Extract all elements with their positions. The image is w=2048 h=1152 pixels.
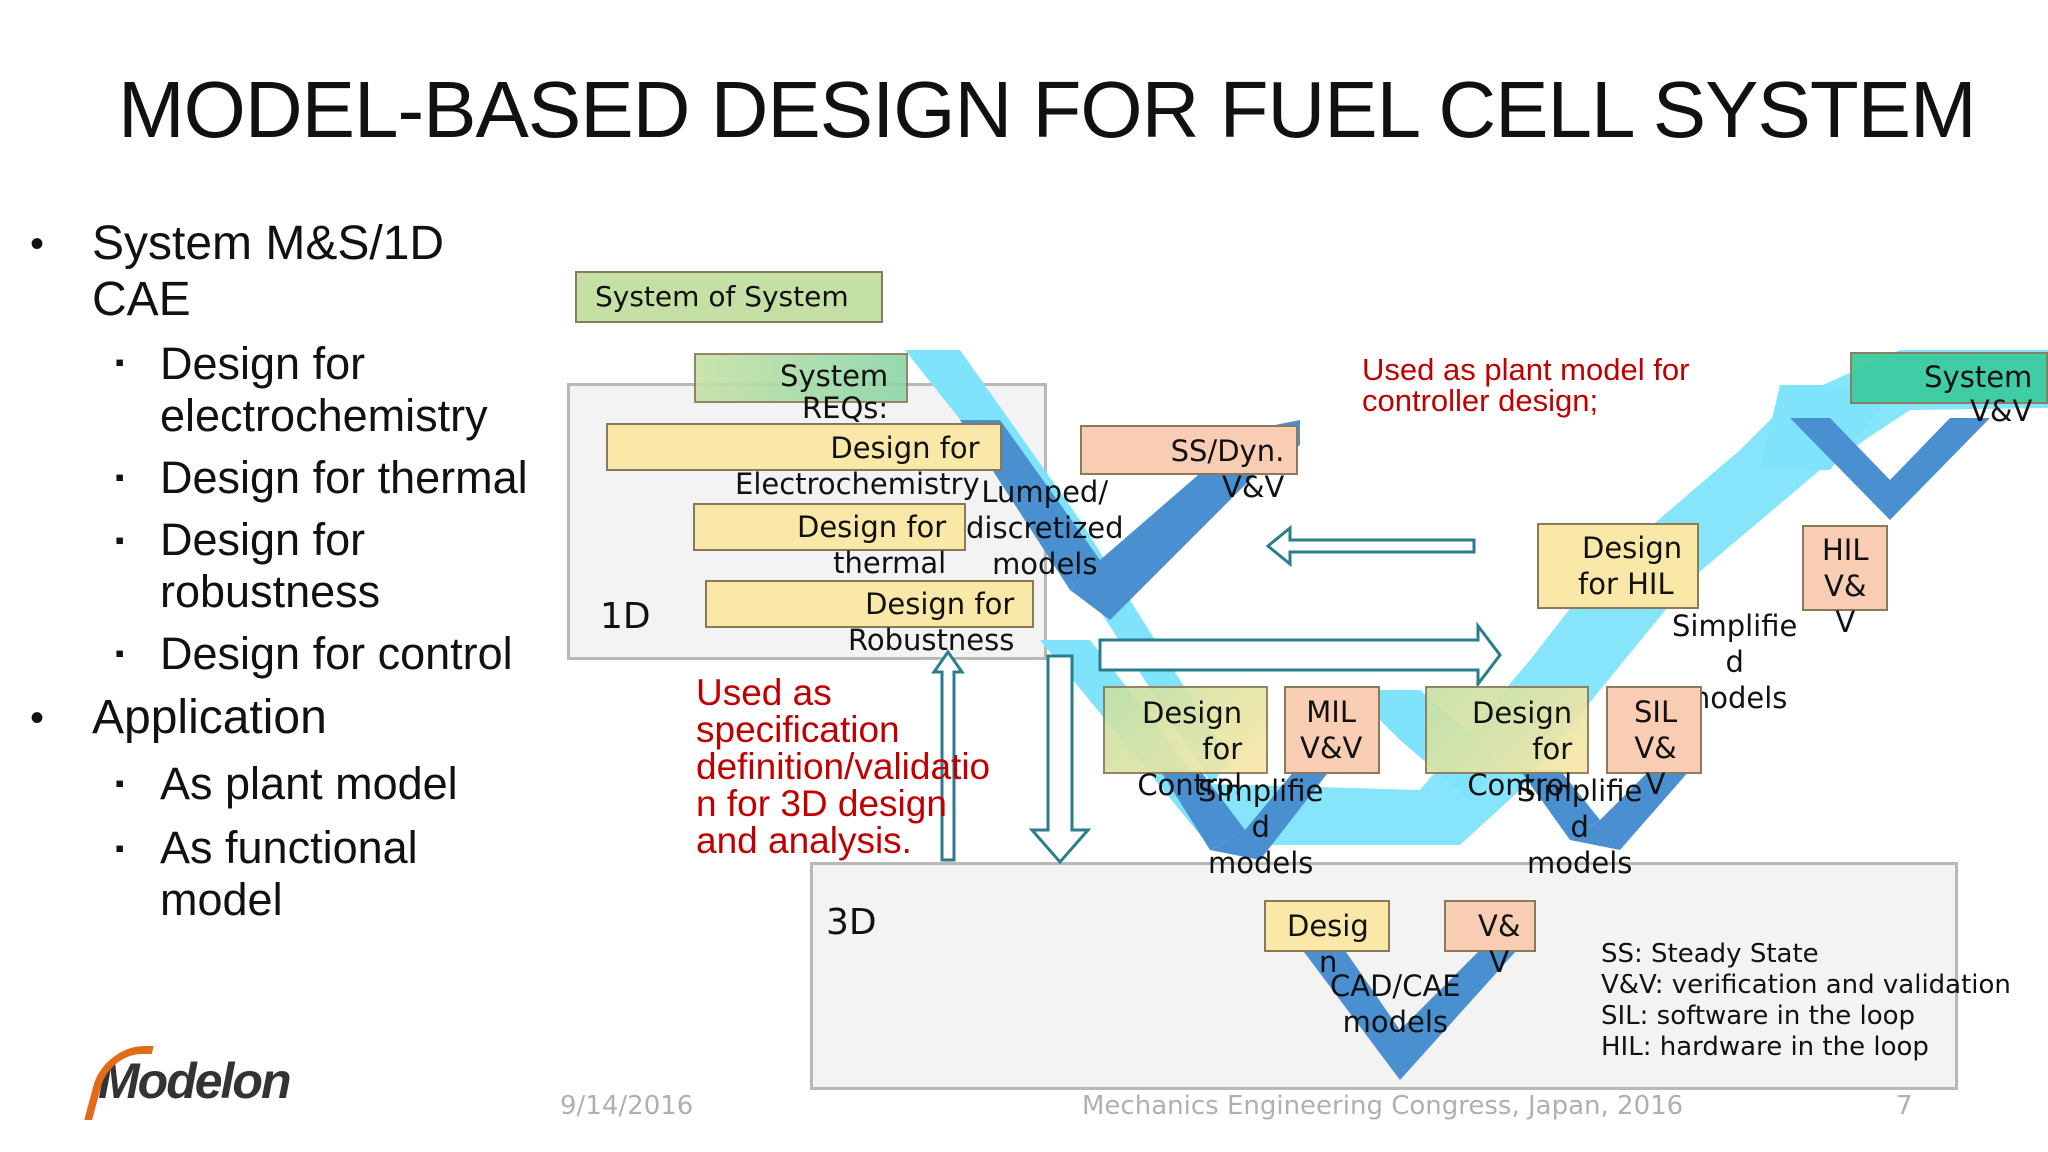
square-bullet: ▪ [115, 462, 125, 492]
footer-event: Mechanics Engineering Congress, Japan, 2… [1082, 1091, 1684, 1121]
design-control-1-box [1103, 686, 1268, 774]
page-title: MODEL-BASED DESIGN FOR FUEL CELL SYSTEM [118, 65, 1977, 154]
label-3d: 3D [826, 902, 877, 943]
arrow-down [1028, 654, 1092, 865]
bullet-dot: • [30, 696, 45, 740]
v-dark-3d-right-2 [1570, 770, 1690, 850]
system-of-system-label: System of System [595, 280, 849, 313]
sil-vv-box [1606, 686, 1702, 774]
v-dark-control-1 [1160, 770, 1245, 850]
modelon-logo-text: Modelon [98, 1053, 292, 1109]
bullet-application: Application [92, 691, 327, 744]
design-electro-box [606, 423, 1002, 471]
modelon-logo: Modelon [84, 1046, 292, 1120]
v-dark-3d-right [1520, 770, 1600, 840]
design-3d-box [1264, 900, 1390, 952]
square-bullet: ▪ [115, 833, 125, 863]
square-bullet: ▪ [115, 525, 125, 555]
v-dark-top-right [1790, 418, 1990, 520]
ss-dyn-label: SS/Dyn.V&V [1170, 434, 1285, 504]
square-bullet: ▪ [115, 347, 125, 377]
bullet-system-ms: System M&S/1D CAE [92, 217, 445, 326]
v-dark-control-2 [1210, 770, 1330, 860]
hil-vv-box [1802, 525, 1888, 611]
system-vv-box [1850, 352, 2048, 404]
design-robust-box [705, 580, 1034, 628]
arrow-left [1265, 524, 1476, 568]
mil-vv-box [1284, 686, 1380, 774]
arrow-up [931, 649, 965, 862]
abbreviation-legend: SS: Steady State V&V: verification and v… [1601, 939, 2011, 1062]
vv-3d-box [1444, 900, 1536, 952]
sub-bullet-thermal: Design for thermal [160, 452, 528, 503]
sub-bullet-plant-model: As plant model [160, 758, 458, 809]
system-of-system-box [575, 271, 883, 323]
vv-3d-label: V&V [1478, 909, 1521, 979]
ss-dyn-box [1080, 425, 1298, 475]
footer-page-number: 7 [1896, 1091, 1913, 1121]
square-bullet: ▪ [115, 638, 125, 668]
sub-bullet-control: Design for control [160, 628, 513, 679]
bullet-dot: • [30, 222, 45, 266]
square-bullet: ▪ [115, 768, 125, 798]
arrow-right [1098, 621, 1502, 689]
design-control-2-box [1425, 686, 1589, 774]
label-1d: 1D [600, 596, 651, 637]
footer-date: 9/14/2016 [560, 1091, 694, 1121]
design-hil-box [1537, 523, 1699, 609]
system-reqs-box [694, 353, 908, 403]
v-light-1 [905, 350, 1230, 784]
design-thermal-box [693, 503, 966, 551]
